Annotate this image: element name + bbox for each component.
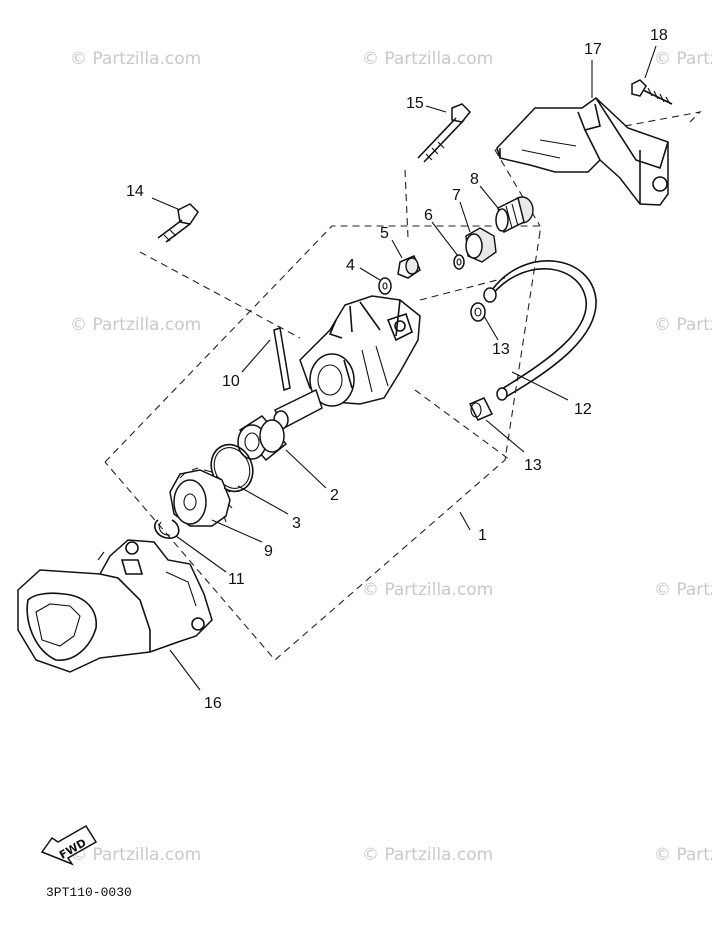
part-number-1: 1 <box>478 527 487 544</box>
part-number-14: 14 <box>126 183 144 200</box>
watermark: © Partzilla.com <box>70 49 201 69</box>
watermark: © Partzilla.com <box>70 845 201 865</box>
bracket-17 <box>496 97 669 206</box>
watermark: © Partzilla.com <box>654 845 712 865</box>
part-number-9: 9 <box>264 543 273 560</box>
part-number-8: 8 <box>470 171 479 188</box>
pump-body <box>273 295 421 430</box>
watermark: © Partzilla.com <box>70 315 201 335</box>
part-number-7: 7 <box>452 187 461 204</box>
watermark: © Partzilla.com <box>362 845 493 865</box>
part-number-15: 15 <box>406 95 424 112</box>
part-number-18: 18 <box>650 27 668 44</box>
part-number-16: 16 <box>204 695 222 712</box>
bolt-5 <box>397 255 421 279</box>
washer-4 <box>378 277 392 295</box>
watermark: © Partzilla.com <box>362 580 493 600</box>
part-labels: 1 2 3 4 5 6 7 8 9 10 11 12 13 13 14 15 1… <box>126 27 668 712</box>
screw-18 <box>631 79 673 105</box>
watermark: © Partzilla.com <box>654 49 712 69</box>
part-number-17: 17 <box>584 41 602 58</box>
part-number-6: 6 <box>424 207 433 224</box>
part-number-13: 13 <box>524 457 542 474</box>
watermark: © Partzilla.com <box>654 580 712 600</box>
fwd-arrow-icon: FWD <box>40 824 98 866</box>
fitting-8 <box>495 196 534 234</box>
assembly-outline <box>104 111 702 661</box>
part-number-12: 12 <box>574 401 592 418</box>
hose-12 <box>483 260 597 401</box>
clip-13-upper <box>470 302 486 322</box>
part-number-4: 4 <box>346 257 355 274</box>
circlip-11 <box>154 519 180 539</box>
bolt-14 <box>157 203 199 243</box>
leader-lines <box>151 45 657 691</box>
nut-7 <box>465 227 497 263</box>
part-number-10: 10 <box>222 373 240 390</box>
part-number-13: 13 <box>492 341 510 358</box>
pin-10 <box>273 327 291 391</box>
part-number-5: 5 <box>380 225 389 242</box>
watermark: © Partzilla.com <box>362 49 493 69</box>
clip-13-lower <box>468 397 494 421</box>
gear-9 <box>169 467 233 527</box>
part-number-2: 2 <box>330 487 339 504</box>
watermarks: © Partzilla.com © Partzilla.com © Partzi… <box>70 49 712 865</box>
part-number-11: 11 <box>228 571 245 588</box>
part-number-3: 3 <box>292 515 301 532</box>
bearing-2 <box>237 415 288 462</box>
diagram-code: 3PT110-0030 <box>46 885 132 900</box>
watermark: © Partzilla.com <box>654 315 712 335</box>
washer-6 <box>453 254 465 270</box>
cover-16 <box>17 539 213 673</box>
bolt-15 <box>417 103 472 163</box>
